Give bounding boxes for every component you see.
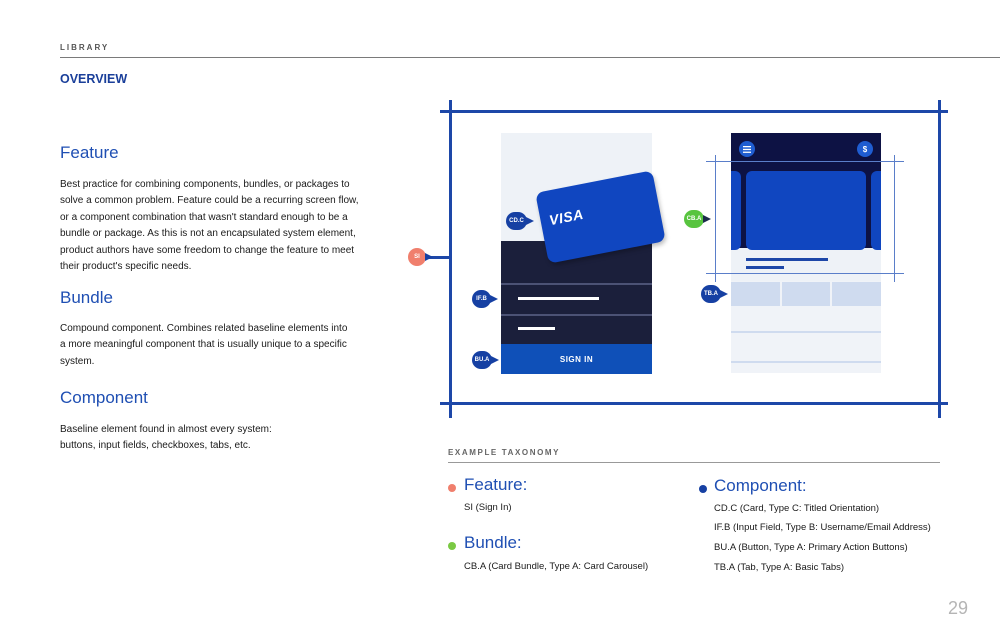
taxonomy-component-item: BU.A (Button, Type A: Primary Action But… xyxy=(714,542,908,553)
component-dot xyxy=(699,485,707,493)
tag-cdc: CD.C xyxy=(506,212,534,230)
feature-line: their product's specific needs. xyxy=(60,261,192,273)
bundle-line: system. xyxy=(60,355,95,367)
tag-bua: BU.A xyxy=(472,351,499,369)
taxonomy-component-item: CD.C (Card, Type C: Titled Orientation) xyxy=(714,503,880,514)
tag-cba: CB.A xyxy=(684,210,711,228)
carousel-caption-area xyxy=(731,248,881,281)
guide-line-left xyxy=(715,155,716,282)
taxonomy-component-item: TB.A (Tab, Type A: Basic Tabs) xyxy=(714,562,845,573)
tab-1[interactable] xyxy=(731,282,780,306)
taxonomy-feature-title: Feature: xyxy=(464,475,528,494)
frame-left-line xyxy=(449,100,452,418)
bundle-line: a more meaningful component that is usua… xyxy=(60,339,347,351)
menu-icon[interactable] xyxy=(739,141,755,157)
taxonomy-divider xyxy=(448,462,940,463)
tab-2[interactable] xyxy=(782,282,830,306)
bundle-heading: Bundle xyxy=(60,288,113,307)
bundle-description: Compound component. Combines related bas… xyxy=(60,321,360,370)
password-field[interactable] xyxy=(518,327,555,330)
taxonomy-label: EXAMPLE TAXONOMY xyxy=(448,448,561,457)
caption-line xyxy=(746,266,784,269)
list-divider xyxy=(731,331,881,333)
tag-tba: TB.A xyxy=(701,285,728,303)
frame-right-line xyxy=(938,100,941,418)
tab-3[interactable] xyxy=(832,282,881,306)
component-heading: Component xyxy=(60,388,148,407)
feature-line: product authors have some freedom to cha… xyxy=(60,244,355,256)
feature-line: or a component combination that wasn't s… xyxy=(60,211,348,223)
library-label: LIBRARY xyxy=(60,43,110,52)
feature-heading: Feature xyxy=(60,143,119,162)
bundle-dot xyxy=(448,542,456,550)
field-divider xyxy=(501,283,652,285)
component-description: Baseline element found in almost every s… xyxy=(60,422,360,455)
component-line: buttons, input fields, checkboxes, tabs,… xyxy=(60,440,251,452)
frame-bottom-line xyxy=(440,402,948,405)
tag-ifb: IF.B xyxy=(472,290,498,308)
header-divider xyxy=(60,57,1000,58)
taxonomy-bundle-item: CB.A (Card Bundle, Type A: Card Carousel… xyxy=(464,561,649,572)
component-line: Baseline element found in almost every s… xyxy=(60,424,272,435)
frame-top-line xyxy=(440,110,948,113)
feature-line: bundle or package. As this is not an enc… xyxy=(60,228,356,240)
guide-line-right xyxy=(894,155,895,282)
tag-si: SI xyxy=(408,248,433,266)
carousel-card[interactable] xyxy=(746,171,866,250)
taxonomy-feature-item: SI (Sign In) xyxy=(464,502,512,513)
taxonomy-component-title: Component: xyxy=(714,476,807,495)
feature-description: Best practice for combining components, … xyxy=(60,177,360,275)
username-field[interactable] xyxy=(518,297,599,300)
guide-line-bottom xyxy=(706,273,904,274)
caption-line xyxy=(746,258,828,261)
page-number: 29 xyxy=(948,598,969,618)
carousel-prev-card xyxy=(731,171,741,250)
feature-dot xyxy=(448,484,456,492)
dollar-icon[interactable]: $ xyxy=(857,141,873,157)
menu-glyph xyxy=(743,145,751,153)
feature-line: solve a common problem. Feature could be… xyxy=(60,195,359,207)
list-divider xyxy=(731,361,881,363)
carousel-next-card xyxy=(871,171,881,250)
field-divider xyxy=(501,314,652,316)
overview-title: OVERVIEW xyxy=(60,72,128,86)
feature-line: Best practice for combining components, … xyxy=(60,179,350,190)
signin-button[interactable]: SIGN IN xyxy=(501,344,652,374)
guide-line-top xyxy=(706,161,904,162)
bundle-line: Compound component. Combines related bas… xyxy=(60,323,348,334)
si-connector xyxy=(425,256,450,259)
taxonomy-component-item: IF.B (Input Field, Type B: Username/Emai… xyxy=(714,522,931,533)
taxonomy-bundle-title: Bundle: xyxy=(464,533,522,552)
